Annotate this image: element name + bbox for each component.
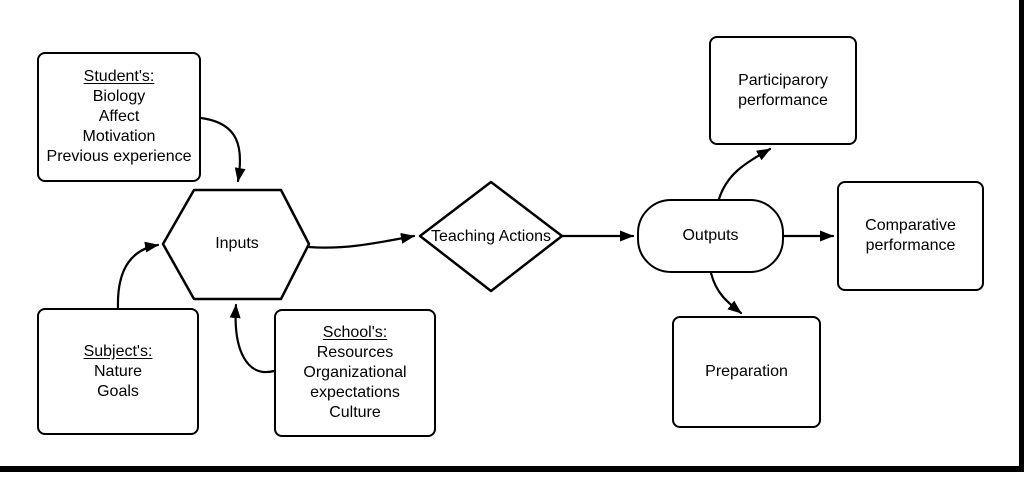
subjects-box: Subject's: Nature Goals bbox=[37, 308, 199, 435]
arrow-inputs-to-teaching-actions bbox=[307, 232, 416, 249]
arrow-students-to-inputs bbox=[199, 116, 246, 183]
participatory-performance-box: Participarory performance bbox=[709, 36, 857, 145]
arrow-outputs-to-preparation bbox=[709, 271, 743, 315]
right-border-line bbox=[1019, 0, 1024, 472]
arrow-subjects-to-inputs bbox=[116, 241, 160, 310]
preparation-box: Preparation bbox=[672, 316, 821, 428]
students-box-line: Motivation bbox=[82, 128, 156, 145]
students-box-line: Previous experience bbox=[46, 148, 192, 165]
schools-box-line: Resources bbox=[316, 344, 394, 361]
bottom-border-bar bbox=[0, 466, 1024, 472]
schools-box-line: Culture bbox=[329, 404, 381, 421]
teaching-actions-diamond bbox=[418, 180, 564, 293]
inputs-hexagon bbox=[161, 188, 311, 301]
students-box: Student's: Biology Affect Motivation Pre… bbox=[37, 52, 201, 182]
outputs-node: Outputs bbox=[637, 199, 784, 273]
subjects-box-line: Goals bbox=[97, 382, 139, 400]
schools-box: School's: Resources Organizational expec… bbox=[274, 309, 436, 437]
comparative-box-line: performance bbox=[865, 237, 956, 254]
students-box-line: Biology bbox=[92, 88, 146, 105]
comparative-box-line: Comparative bbox=[865, 217, 956, 234]
participatory-box-line: performance bbox=[738, 91, 828, 109]
subjects-box-title: Subject's: bbox=[83, 342, 153, 360]
inputs-label: Inputs bbox=[215, 235, 259, 252]
comparative-performance-box: Comparative performance bbox=[837, 181, 984, 291]
schools-box-title: School's: bbox=[322, 324, 388, 341]
schools-box-line: Organizational expectations bbox=[303, 364, 407, 401]
arrow-schools-to-inputs bbox=[229, 303, 276, 374]
arrow-outputs-to-participatory bbox=[717, 147, 772, 201]
students-box-title: Student's: bbox=[83, 68, 155, 85]
students-box-line: Affect bbox=[98, 108, 140, 125]
outputs-label: Outputs bbox=[682, 227, 739, 244]
participatory-box-line: Participarory bbox=[738, 71, 828, 89]
teaching-actions-label: Teaching Actions bbox=[430, 228, 552, 245]
preparation-box-label: Preparation bbox=[705, 363, 788, 380]
subjects-box-line: Nature bbox=[93, 362, 143, 380]
